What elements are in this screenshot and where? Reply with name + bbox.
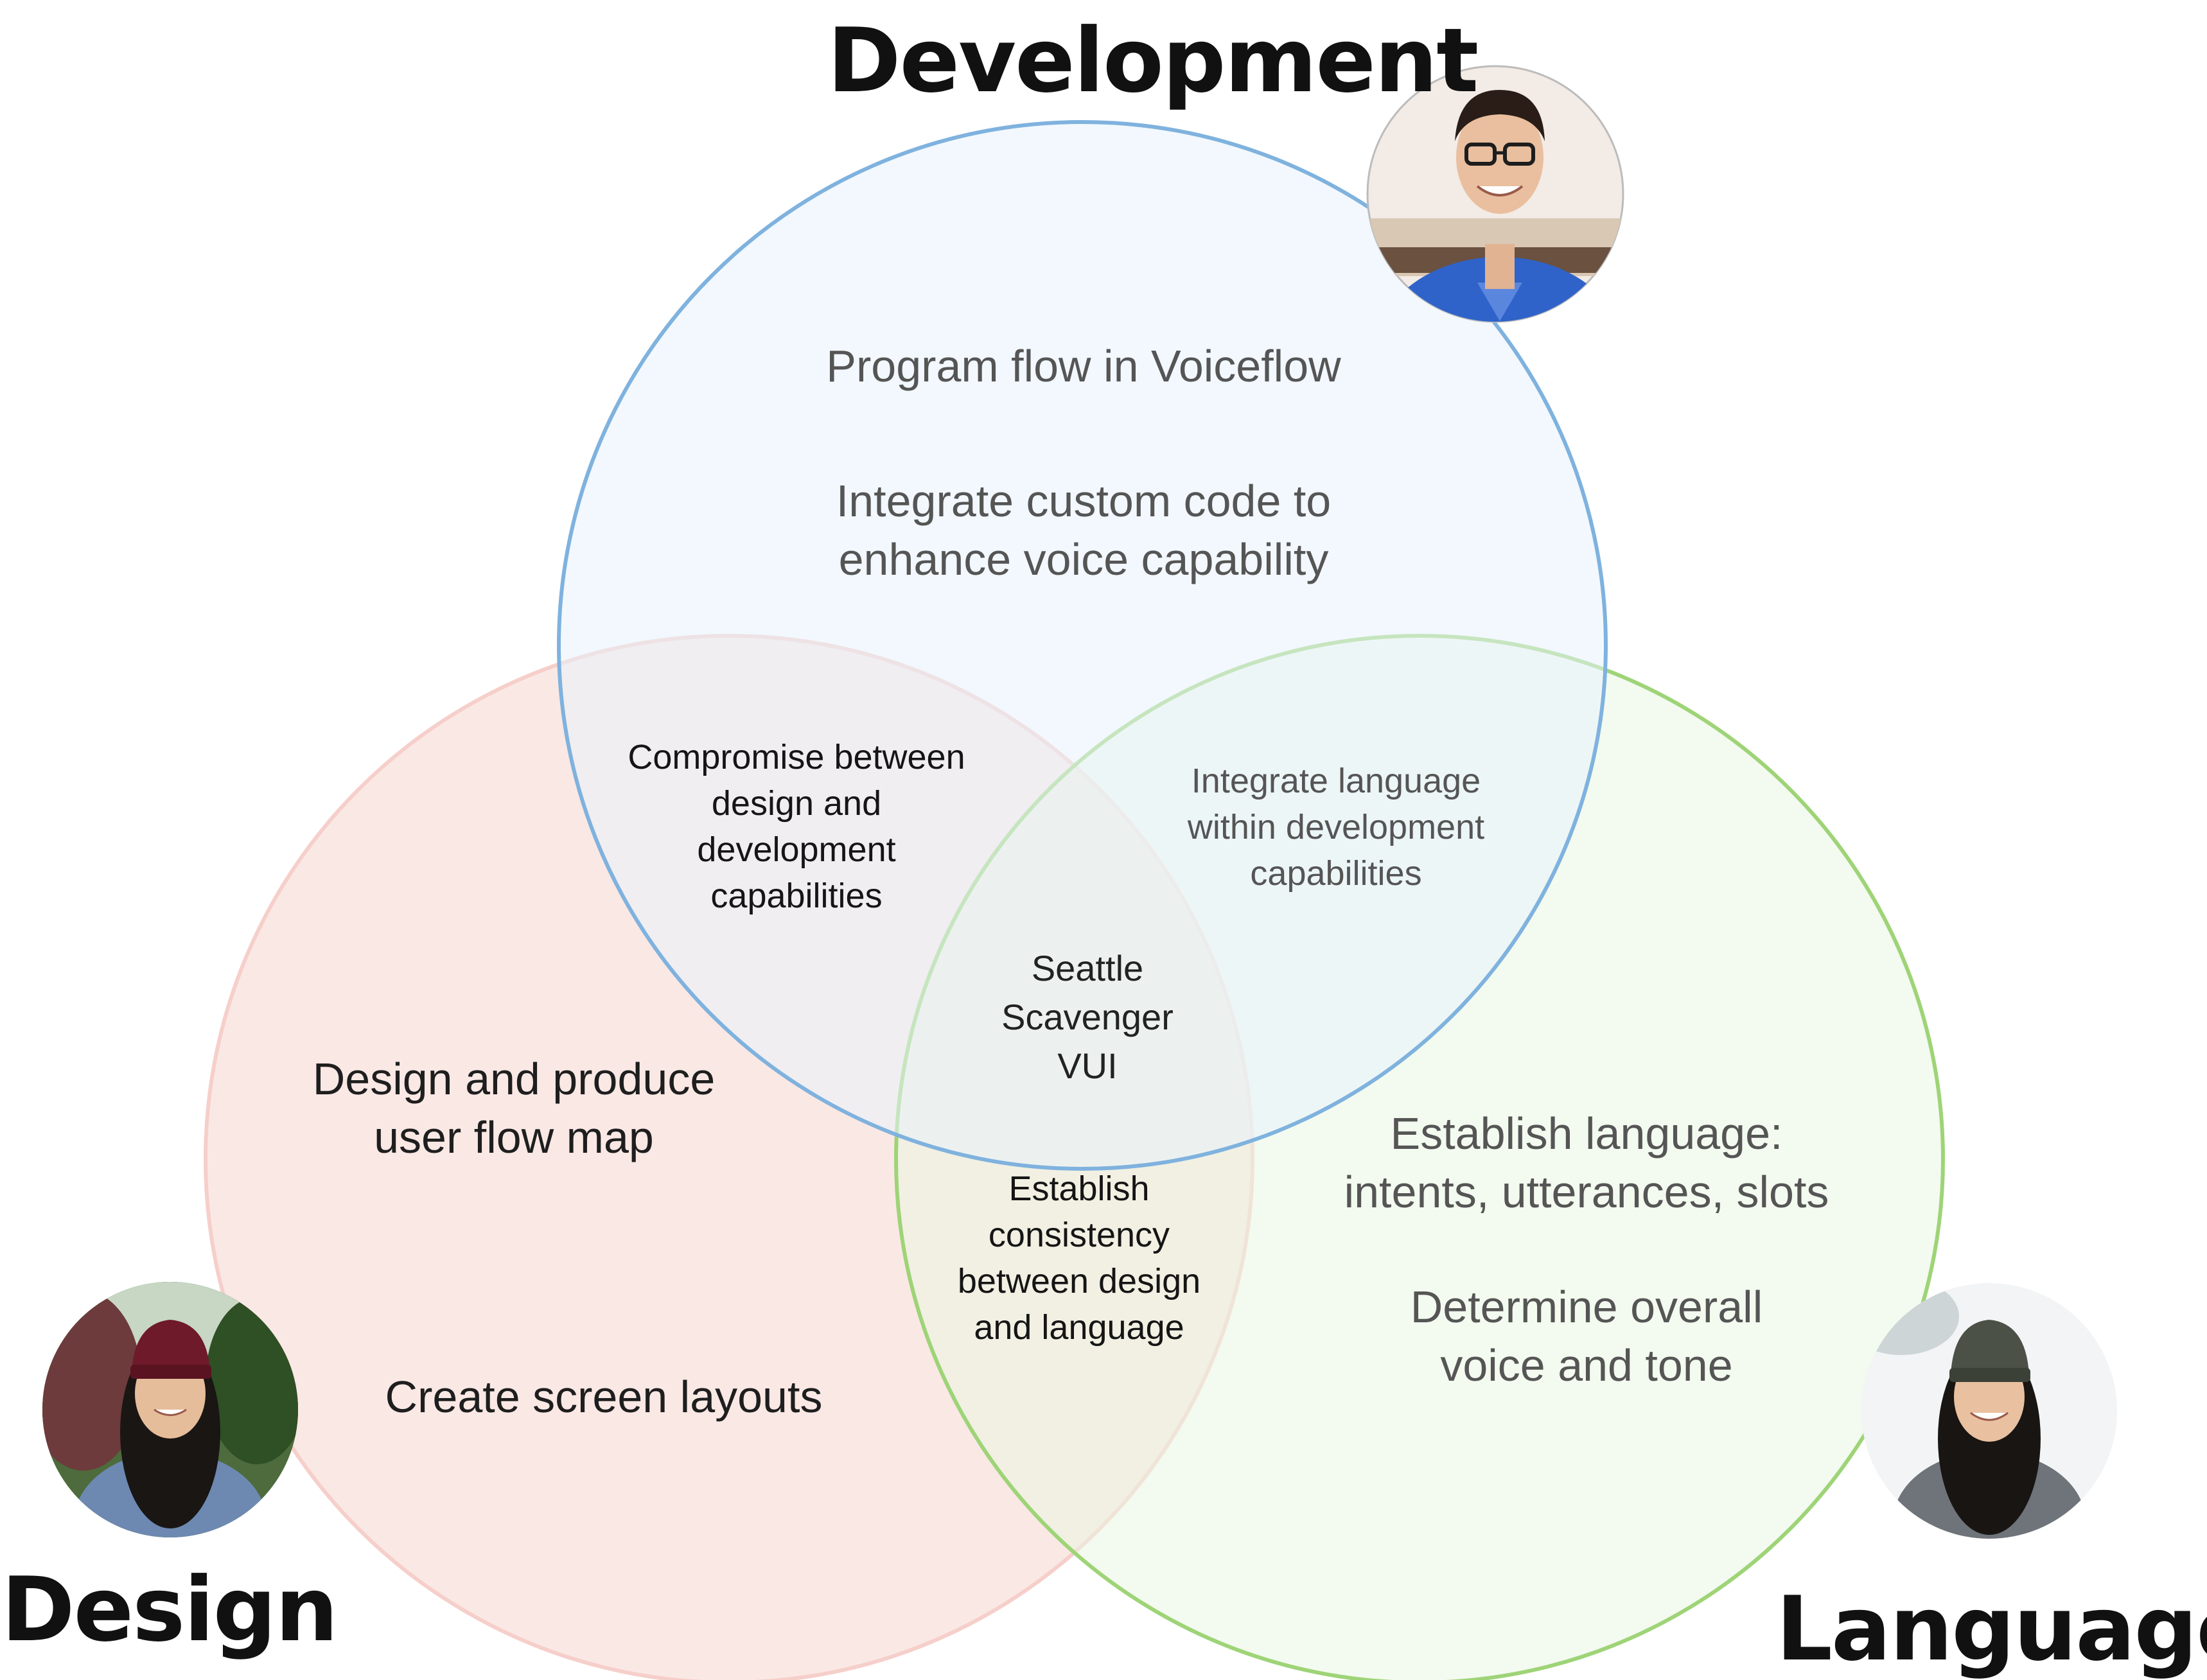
all-sets-overlap-text: Seattle Scavenger VUI [1001, 948, 1174, 1086]
language-title: Language [1776, 1577, 2207, 1680]
language-item-2: Determine overall voice and tone [1410, 1282, 1763, 1390]
development-item-2: Integrate custom code to enhance voice c… [836, 476, 1332, 584]
design-title: Design [1, 1558, 339, 1661]
design-development-overlap-text: Compromise between design and developmen… [628, 738, 965, 915]
design-item-2: Create screen layouts [385, 1372, 823, 1422]
language-avatar [1861, 1283, 2117, 1539]
design-avatar [42, 1282, 298, 1537]
design-language-overlap-text: Establish consistency between design and… [957, 1169, 1201, 1347]
development-item-1: Program flow in Voiceflow [826, 341, 1341, 391]
design-item-1: Design and produce user flow map [312, 1054, 716, 1162]
language-item-1: Establish language: intents, utterances,… [1344, 1108, 1829, 1217]
development-circle [557, 120, 1608, 1171]
development-title: Development [827, 9, 1479, 112]
development-avatar [1366, 65, 1624, 323]
development-language-overlap-text: Integrate language within development ca… [1187, 762, 1485, 893]
